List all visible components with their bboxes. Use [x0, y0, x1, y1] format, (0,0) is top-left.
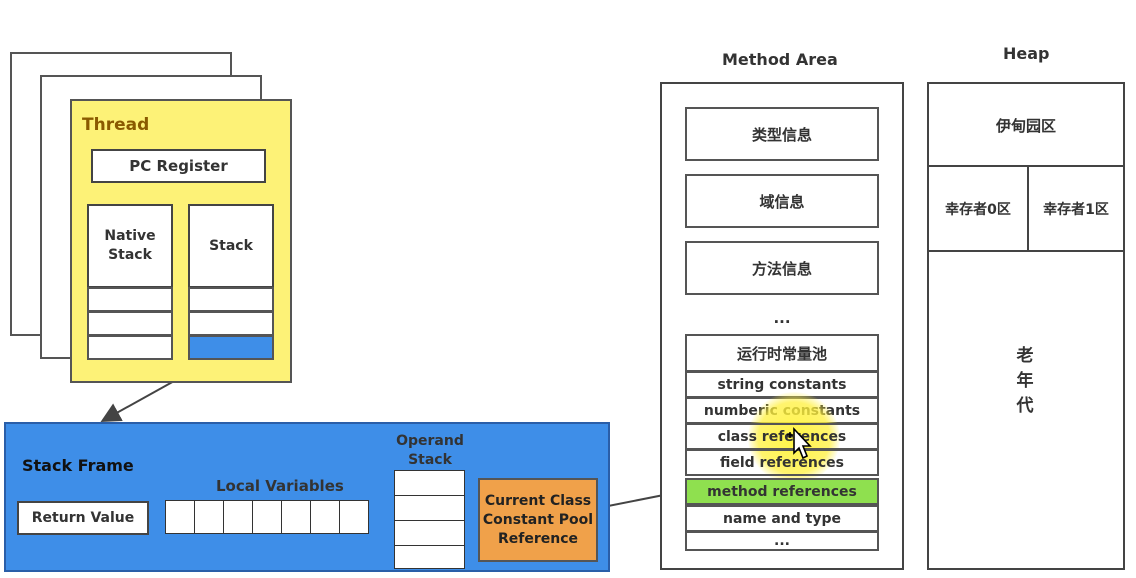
method-area-ellipsis: ... — [773, 309, 791, 327]
runtime-constant-pool-title: 运行时常量池 — [685, 334, 879, 372]
heap-title: Heap — [1003, 44, 1050, 63]
java-stack-slot — [188, 311, 274, 336]
survivor-1-space: 幸存者1区 — [1043, 201, 1109, 218]
java-stack: Stack — [188, 204, 274, 288]
eden-space: 伊甸园区 — [995, 116, 1056, 135]
operand-stack-label: Operand Stack — [396, 433, 464, 468]
method-area-type-info: 类型信息 — [685, 107, 879, 161]
native-stack-slot — [87, 311, 173, 336]
constant-pool-reference: Current Class Constant Pool Reference — [478, 478, 598, 562]
operand-stack-slot — [394, 470, 465, 496]
pool-row-class-references: class references — [685, 423, 879, 450]
pool-row-name-and-type: name and type — [685, 505, 879, 532]
pool-row-method-references: method references — [685, 478, 879, 505]
return-value: Return Value — [17, 501, 149, 535]
method-area-method-info: 方法信息 — [685, 241, 879, 295]
local-variable-slot — [194, 500, 224, 534]
java-stack-slot — [188, 287, 274, 312]
local-variable-slot — [339, 500, 369, 534]
java-stack-current-frame — [188, 335, 274, 360]
native-stack: Native Stack — [87, 204, 173, 288]
heap — [927, 82, 1125, 570]
operand-stack-slot — [394, 545, 465, 569]
stack-frame-title: Stack Frame — [22, 456, 134, 475]
method-area-field-info: 域信息 — [685, 174, 879, 228]
old-generation: 老 年 代 — [1016, 346, 1034, 416]
native-stack-slot — [87, 287, 173, 312]
operand-stack-slot — [394, 520, 465, 546]
method-area-title: Method Area — [722, 50, 838, 69]
local-variable-slot — [223, 500, 253, 534]
survivor-0-space: 幸存者0区 — [945, 201, 1011, 218]
pc-register: PC Register — [91, 149, 266, 183]
heap-divider — [927, 165, 1125, 167]
heap-divider — [927, 250, 1125, 252]
local-variable-slot — [310, 500, 340, 534]
local-variable-slot — [281, 500, 311, 534]
pool-row-string-constants: string constants — [685, 371, 879, 398]
thread-title: Thread — [82, 115, 150, 135]
local-variable-slot — [165, 500, 195, 534]
move-cursor-icon — [787, 426, 812, 460]
pool-row-ellipsis: ... — [685, 531, 879, 551]
local-variable-slot — [252, 500, 282, 534]
local-variables-label: Local Variables — [216, 477, 344, 495]
operand-stack-slot — [394, 495, 465, 521]
native-stack-slot — [87, 335, 173, 360]
survivor-divider — [1027, 167, 1029, 250]
pool-row-field-references: field references — [685, 449, 879, 476]
